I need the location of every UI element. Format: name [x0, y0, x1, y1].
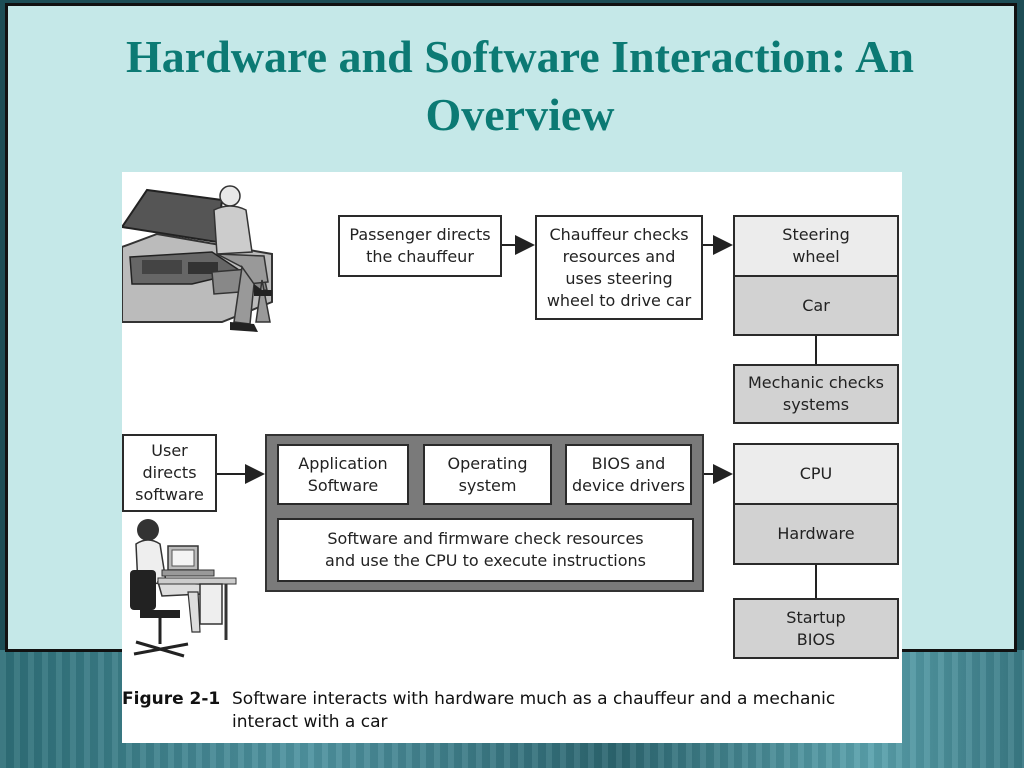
steering-wheel-box: Steering wheel — [733, 215, 899, 277]
car-and-man-illustration — [122, 185, 273, 332]
software-firmware-box: Software and firmware check resources an… — [277, 518, 694, 582]
application-software-box: Application Software — [277, 444, 409, 505]
user-box: User directs software — [122, 434, 217, 512]
figure: Passenger directs the chauffeur Chauffeu… — [122, 172, 902, 743]
car-box: Car — [733, 275, 899, 336]
hardware-box: Hardware — [733, 503, 899, 565]
mechanic-box: Mechanic checks systems — [733, 364, 899, 424]
startup-bios-box: Startup BIOS — [733, 598, 899, 659]
bios-drivers-box: BIOS and device drivers — [565, 444, 692, 505]
slide-title: Hardware and Software Interaction: An Ov… — [126, 31, 914, 140]
passenger-box: Passenger directs the chauffeur — [338, 215, 502, 277]
diagram-graphics — [122, 185, 817, 658]
woman-at-computer-illustration — [130, 519, 237, 658]
chauffeur-box: Chauffeur checks resources and uses stee… — [535, 215, 703, 320]
operating-system-box: Operating system — [423, 444, 552, 505]
cpu-box: CPU — [733, 443, 899, 505]
figure-label: Figure 2-1 — [122, 689, 221, 709]
figure-caption: Software interacts with hardware much as… — [232, 689, 836, 732]
